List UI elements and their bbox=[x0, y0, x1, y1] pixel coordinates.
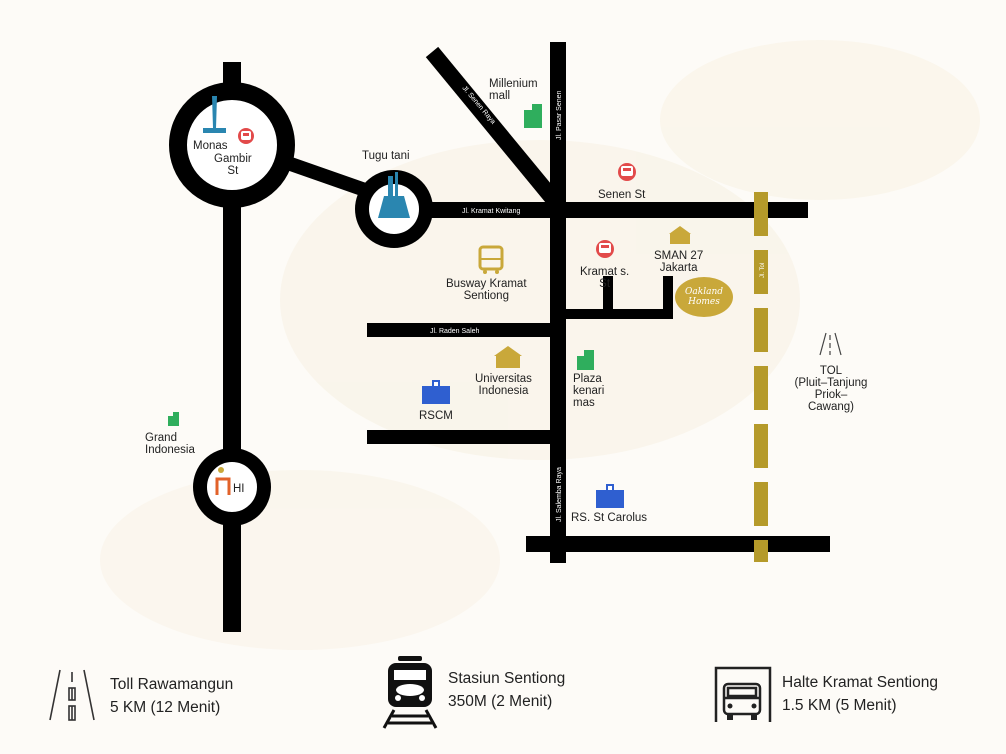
legend-toll-title: Toll Rawamangun bbox=[110, 676, 234, 693]
label-rscm: RSCM bbox=[419, 410, 453, 422]
tugu-tani-statue-icon bbox=[378, 172, 410, 218]
label-busway: Busway Kramat Sentiong bbox=[446, 278, 527, 302]
oakland-homes-logo bbox=[675, 277, 733, 317]
toll-road-icon bbox=[49, 669, 95, 721]
label-kramat-st: Kramat s. St bbox=[580, 266, 630, 290]
university-icon bbox=[494, 346, 522, 368]
rscm-hospital-icon bbox=[422, 380, 450, 404]
st-carolus-hospital-icon bbox=[596, 484, 624, 508]
hi-roundabout bbox=[193, 448, 271, 526]
plaza-mall-icon bbox=[577, 350, 594, 370]
monas-roundabout bbox=[169, 82, 295, 208]
legend-bus-stop: Halte Kramat Sentiong 1.5 KM (5 Menit) bbox=[712, 660, 1002, 740]
legend-station-detail: 350M (2 Menit) bbox=[448, 693, 553, 710]
label-plaza-kenari-mas: Plaza kenari mas bbox=[573, 373, 605, 409]
street-pasar-senen: Jl. Pasar Senen bbox=[556, 90, 563, 140]
legend-station-title: Stasiun Sentiong bbox=[448, 670, 566, 687]
street-toll: Jl. Tol bbox=[760, 263, 766, 278]
train-icon bbox=[382, 656, 438, 729]
street-kramat-kwitang: Jl. Kramat Kwitang bbox=[462, 208, 520, 215]
road-senen-raya bbox=[425, 46, 565, 211]
label-oakland-homes: Oakland Homes bbox=[685, 287, 723, 307]
road-monas-tugu bbox=[282, 155, 368, 197]
label-grand-indonesia: Grand Indonesia bbox=[145, 432, 195, 456]
street-salemba-raya: Jl. Salemba Raya bbox=[556, 467, 563, 522]
bus-stop-icon bbox=[714, 666, 772, 722]
legend-station: Stasiun Sentiong 350M (2 Menit) bbox=[378, 656, 618, 740]
label-hi: HI bbox=[233, 483, 245, 495]
label-gambir-st: Gambir St bbox=[214, 153, 252, 177]
legend-bus-stop-detail: 1.5 KM (5 Menit) bbox=[782, 697, 897, 714]
school-icon bbox=[669, 226, 691, 244]
monas-monument-icon bbox=[203, 96, 226, 133]
legend-toll: Toll Rawamangun 5 KM (12 Menit) bbox=[40, 660, 300, 740]
label-universitas-indonesia: Universitas Indonesia bbox=[475, 373, 532, 397]
grand-indonesia-icon bbox=[168, 412, 179, 426]
kramat-station-icon bbox=[596, 240, 614, 258]
label-tugu-tani: Tugu tani bbox=[362, 150, 410, 162]
senen-station-icon bbox=[618, 163, 636, 181]
label-millenium-mall: Millenium mall bbox=[489, 78, 538, 102]
label-monas: Monas bbox=[193, 140, 228, 152]
label-st-carolus: RS. St Carolus bbox=[571, 512, 648, 524]
legend-toll-detail: 5 KM (12 Menit) bbox=[110, 699, 221, 716]
label-sman-27: SMAN 27 Jakarta bbox=[654, 250, 704, 274]
label-tol: TOL (Pluit–Tanjung Priok– Cawang) bbox=[794, 365, 868, 413]
busway-icon bbox=[478, 245, 504, 274]
toll-icon bbox=[819, 332, 842, 356]
street-raden-saleh: Jl. Raden Saleh bbox=[430, 328, 480, 335]
hi-monument-icon bbox=[215, 467, 231, 495]
millenium-mall-icon bbox=[524, 104, 542, 128]
legend-bus-stop-title: Halte Kramat Sentiong bbox=[782, 674, 938, 691]
road-kramat-loop bbox=[558, 276, 673, 319]
gambir-station-icon bbox=[238, 128, 254, 144]
label-senen-st: Senen St bbox=[598, 189, 646, 201]
